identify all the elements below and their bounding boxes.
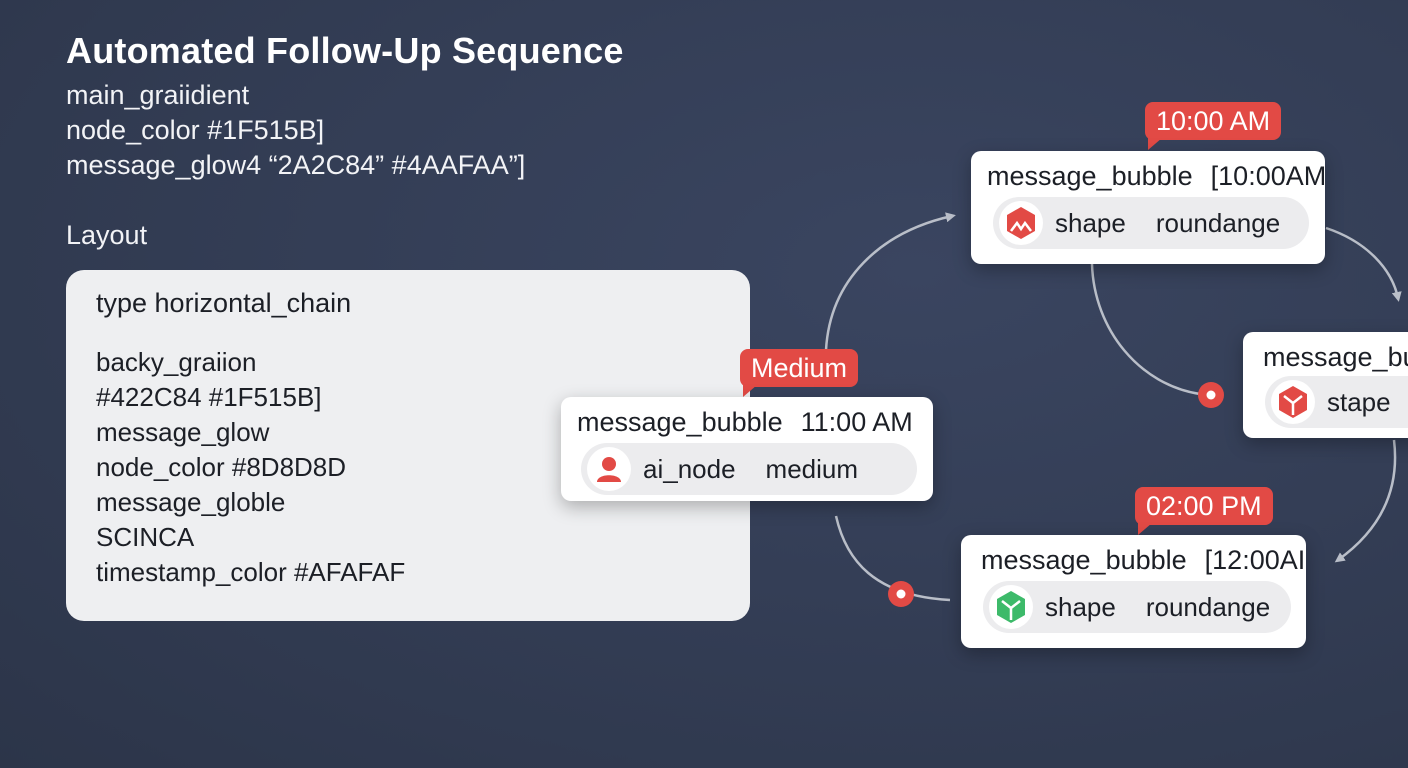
red-hexagon-icon xyxy=(999,201,1043,245)
connector-medium-to-top xyxy=(824,212,956,351)
pill-label: stape xyxy=(1327,386,1391,417)
bubble-header: message_bubble [10:00AM xyxy=(987,161,1325,192)
priority-tag: Medium xyxy=(740,349,859,397)
node-property-pill: shape roundange xyxy=(983,581,1291,633)
connector-dot xyxy=(1198,382,1224,408)
connector-top-to-right xyxy=(1325,226,1402,302)
message-bubble-node[interactable]: message_bubble [10:00AM shape roundange xyxy=(971,151,1325,264)
pill-label: ai_node xyxy=(643,453,736,484)
message-bubble-node[interactable]: message_bubble [12:00AI shape roundange xyxy=(961,535,1306,648)
connector-dot xyxy=(888,581,914,607)
page-title: Automated Follow-Up Sequence xyxy=(66,30,624,71)
layout-line: message_globle xyxy=(96,487,286,517)
bubble-timestamp: 11:00 AM xyxy=(800,407,913,437)
connector-medium-to-bottom xyxy=(834,515,951,602)
layout-line: #422C84 #1F515B] xyxy=(96,382,322,412)
user-icon xyxy=(587,447,631,491)
connector-right-to-bottom xyxy=(1334,439,1397,563)
bubble-timestamp: [12:00AI xyxy=(1204,545,1306,575)
pill-value: roundange xyxy=(1145,591,1271,622)
timestamp-tag: 10:00 AM xyxy=(1145,102,1282,150)
meta-line-node-color: node_color #1F515B] xyxy=(66,115,325,145)
green-cube-icon xyxy=(989,585,1033,629)
bubble-header: message_bubble 11:00 AM xyxy=(577,407,913,438)
bubble-title: message_bubble xyxy=(987,161,1193,191)
bubble-title: message_bubble xyxy=(981,545,1187,575)
pill-value: medium xyxy=(765,453,859,484)
layout-line: timestamp_color #AFAFAF xyxy=(96,557,406,587)
layout-label: Layout xyxy=(66,220,148,250)
layout-line: SCINCA xyxy=(96,522,195,552)
bubble-timestamp: [10:00AM xyxy=(1210,161,1325,191)
layout-type: type horizontal_chain xyxy=(96,288,352,318)
meta-line-gradient: main_graiidient xyxy=(66,80,250,110)
pill-label: shape xyxy=(1045,591,1116,622)
bubble-header: message_bubble [12:00AI xyxy=(981,545,1305,576)
header: Automated Follow-Up Sequence main_graiid… xyxy=(66,30,624,183)
node-property-pill: stape xyxy=(1265,376,1408,428)
layout-line: message_glow xyxy=(96,417,270,447)
bubble-title: message_bu xyxy=(1263,342,1408,372)
timestamp-tag: 02:00 PM xyxy=(1135,487,1273,535)
layout-line: node_color #8D8D8D xyxy=(96,452,347,482)
layout-line: backy_graiion xyxy=(96,347,257,377)
connector-top-loop xyxy=(1090,263,1201,396)
bubble-header: message_bu xyxy=(1263,342,1408,373)
pill-value: roundange xyxy=(1155,207,1281,238)
message-bubble-node[interactable]: message_bubble 11:00 AM ai_node medium xyxy=(561,397,933,501)
bubble-title: message_bubble xyxy=(577,407,783,437)
pill-label: shape xyxy=(1055,207,1126,238)
meta-line-message-glow: message_glow4 “2A2C84” #4AAFAA”] xyxy=(66,150,526,180)
red-cube-icon xyxy=(1271,380,1315,424)
message-bubble-node[interactable]: message_bu stape xyxy=(1243,332,1408,438)
node-property-pill: shape roundange xyxy=(993,197,1309,249)
node-property-pill: ai_node medium xyxy=(581,443,917,495)
